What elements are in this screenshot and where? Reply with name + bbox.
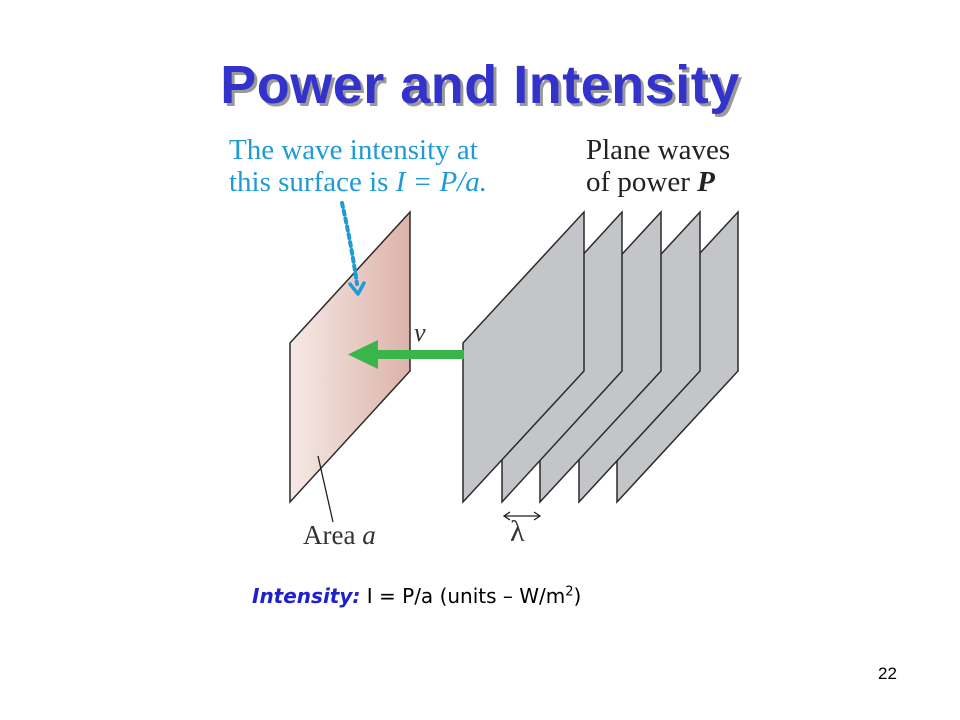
caption-pointer-arrowhead bbox=[348, 281, 366, 296]
area-surface bbox=[289, 210, 411, 504]
intensity-caption-formula: I = P/a. bbox=[395, 166, 487, 199]
intensity-caption-line1: The wave intensity at bbox=[229, 134, 478, 166]
intensity-caption-prefix: this surface is bbox=[229, 166, 396, 199]
intensity-formula: Intensity: I = P/a (units – W/m2) bbox=[252, 584, 581, 608]
formula-units: (units – W/m2) bbox=[439, 584, 582, 608]
area-label: Area a bbox=[303, 520, 376, 550]
formula-expression: I = P/a bbox=[366, 584, 434, 608]
wavelength-arrow-left-head bbox=[502, 511, 511, 521]
wavefront-1 bbox=[462, 210, 585, 504]
intensity-caption-line2: this surface is I = P/a. bbox=[229, 166, 487, 198]
plane-waves-caption: Plane waves of power P bbox=[586, 134, 730, 199]
page-number: 22 bbox=[878, 664, 897, 683]
area-leader-line bbox=[317, 455, 334, 523]
plane-waves-line2: of power P bbox=[586, 166, 730, 198]
power-symbol: P bbox=[697, 166, 715, 199]
caption-pointer bbox=[340, 201, 359, 286]
velocity-label: v bbox=[414, 318, 426, 347]
wavelength-label: λ bbox=[510, 515, 525, 548]
slide-title: Power and Intensity bbox=[220, 55, 740, 115]
formula-label: Intensity: bbox=[252, 584, 361, 608]
intensity-caption: The wave intensity at this surface is I … bbox=[229, 134, 487, 199]
plane-waves-line1: Plane waves bbox=[586, 134, 731, 166]
units-exponent: 2 bbox=[565, 584, 574, 600]
wavelength-arrow-right-head bbox=[533, 511, 542, 521]
velocity-arrow-head bbox=[348, 340, 378, 369]
plane-waves-prefix: of power bbox=[586, 166, 698, 199]
velocity-arrow-shaft bbox=[370, 350, 464, 359]
